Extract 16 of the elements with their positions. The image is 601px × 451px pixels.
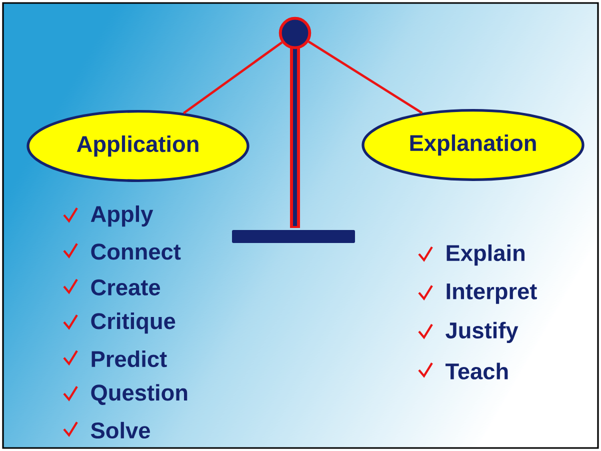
list-item: Create	[91, 279, 160, 296]
ellipse-pan: Application	[26, 110, 250, 182]
ellipse-pan: Explanation	[362, 109, 584, 181]
list-item: Question	[91, 384, 188, 405]
scale-arm	[308, 40, 423, 114]
list-item: Explain	[446, 244, 524, 266]
list-item: Predict	[92, 350, 167, 368]
list-item: Justify	[446, 322, 518, 343]
list-item: Connect	[91, 244, 181, 260]
list-item: Interpret	[446, 284, 537, 304]
list-item: Critique	[91, 312, 176, 334]
list-item: Solve	[90, 422, 150, 439]
list-item: Apply	[90, 205, 154, 227]
list-item: Teach	[446, 362, 508, 380]
scale-arm	[182, 41, 283, 114]
pivot-circle	[278, 16, 312, 50]
